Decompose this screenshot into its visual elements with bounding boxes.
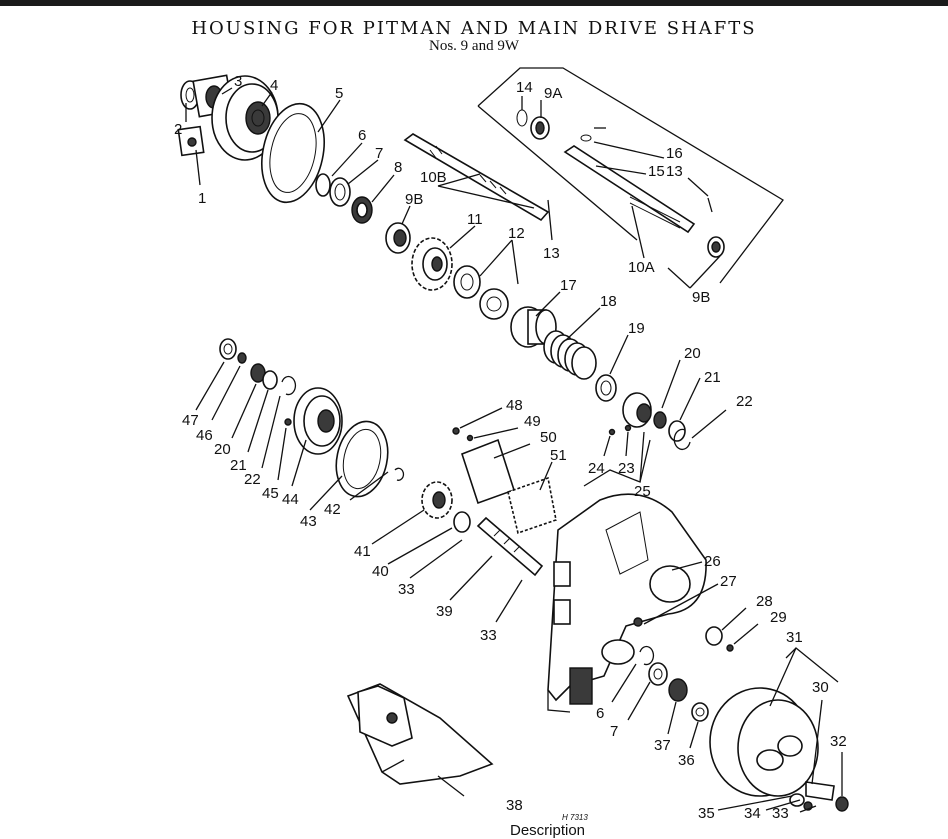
callout-16: 16	[666, 145, 683, 162]
callout-33-c: 33	[772, 805, 789, 822]
callout-49: 49	[524, 413, 541, 430]
part-4-bearing-cap	[211, 75, 279, 161]
callout-1: 1	[198, 190, 206, 207]
part-47-46-20-21-22-rings	[219, 338, 297, 396]
callout-41: 41	[354, 543, 371, 560]
callout-6-lower: 6	[596, 705, 604, 722]
part-5-gasket	[261, 102, 325, 204]
callout-31: 31	[786, 629, 803, 646]
callout-4: 4	[270, 77, 278, 94]
part-48-49-screws	[452, 427, 474, 442]
top-rule	[0, 0, 948, 6]
callout-36: 36	[678, 752, 695, 769]
part-19-washer	[595, 374, 617, 402]
callout-20-left: 20	[214, 441, 231, 458]
part-6-7-37-36-rings	[639, 645, 709, 722]
part-6-7-8-rings	[315, 173, 373, 224]
callout-22-left: 22	[244, 471, 261, 488]
callout-14: 14	[516, 79, 533, 96]
part-50-cover	[461, 438, 515, 505]
callout-27: 27	[720, 573, 737, 590]
callout-26: 26	[704, 553, 721, 570]
callout-48: 48	[506, 397, 523, 414]
callout-12: 12	[508, 225, 525, 242]
callout-51: 51	[550, 447, 567, 464]
callout-7-lower: 7	[610, 723, 618, 740]
callout-34: 34	[744, 805, 761, 822]
part-39-pitman-shaft	[476, 516, 544, 577]
callout-47: 47	[182, 412, 199, 429]
part-44-45-bearing-cap	[284, 387, 343, 455]
part-51-gasket	[507, 476, 557, 535]
diagram-subtitle: Nos. 9 and 9W	[429, 38, 519, 54]
callout-32: 32	[830, 733, 847, 750]
part-43-gasket	[335, 420, 389, 498]
callout-24: 24	[588, 460, 605, 477]
figure-code: H 7313	[562, 813, 588, 822]
callout-28: 28	[756, 593, 773, 610]
callout-38: 38	[506, 797, 523, 814]
part-26-main-housing	[547, 493, 707, 713]
callout-39: 39	[436, 603, 453, 620]
callout-46: 46	[196, 427, 213, 444]
callout-45: 45	[262, 485, 279, 502]
part-18-spring	[543, 330, 597, 380]
callout-30: 30	[812, 679, 829, 696]
part-31-flywheel	[709, 687, 819, 797]
callout-13-inset: 13	[666, 163, 683, 180]
callout-5: 5	[335, 85, 343, 102]
leader-lines	[185, 87, 843, 813]
callout-50: 50	[540, 429, 557, 446]
callout-10b: 10B	[420, 169, 447, 186]
callout-10a: 10A	[628, 259, 655, 276]
part-12-clutch-parts	[453, 265, 509, 320]
part-30-crank-pin-group	[789, 781, 849, 812]
part-25-hub-group	[608, 392, 691, 451]
callout-20-right: 20	[684, 345, 701, 362]
callout-18: 18	[600, 293, 617, 310]
callout-15: 15	[648, 163, 665, 180]
part-38-guard	[346, 683, 494, 785]
part-9b-bearing-a	[385, 222, 411, 254]
callout-3: 3	[234, 73, 242, 90]
callout-22-right: 22	[736, 393, 753, 410]
diagram-title: HOUSING FOR PITMAN AND MAIN DRIVE SHAFTS	[191, 18, 757, 39]
callout-19: 19	[628, 320, 645, 337]
callout-6-upper: 6	[358, 127, 366, 144]
callout-33-a: 33	[398, 581, 415, 598]
footer-description-heading: Description	[510, 822, 586, 839]
callout-2: 2	[174, 121, 182, 138]
callout-9b-inset: 9B	[692, 289, 710, 306]
part-10b-drive-shaft	[403, 133, 550, 222]
inset-9w-box	[477, 67, 784, 284]
part-28-29-fittings	[705, 626, 734, 652]
callout-7-upper: 7	[375, 145, 383, 162]
callout-21-right: 21	[704, 369, 721, 386]
callout-21-left: 21	[230, 457, 247, 474]
callout-23: 23	[618, 460, 635, 477]
callout-25: 25	[634, 483, 651, 500]
part-42-snap-ring	[394, 467, 405, 481]
part-40-spacer	[453, 511, 471, 533]
part-41-sprocket	[421, 481, 453, 519]
callout-37: 37	[654, 737, 671, 754]
callout-33-b: 33	[480, 627, 497, 644]
callout-43: 43	[300, 513, 317, 530]
callout-8: 8	[394, 159, 402, 176]
callout-13-lower: 13	[543, 245, 560, 262]
callout-40: 40	[372, 563, 389, 580]
callout-11: 11	[467, 211, 483, 228]
callout-9b-left: 9B	[405, 191, 423, 208]
callout-17: 17	[560, 277, 577, 294]
part-11-sprocket	[411, 237, 453, 291]
callout-42: 42	[324, 501, 341, 518]
callout-35: 35	[698, 805, 715, 822]
callout-44: 44	[282, 491, 299, 508]
callout-29: 29	[770, 609, 787, 626]
callout-labels: 1 2 3 4 5 6 7 8 9B 10B 11 12 13 14 9A 16…	[174, 73, 847, 822]
callout-9a: 9A	[544, 85, 562, 102]
